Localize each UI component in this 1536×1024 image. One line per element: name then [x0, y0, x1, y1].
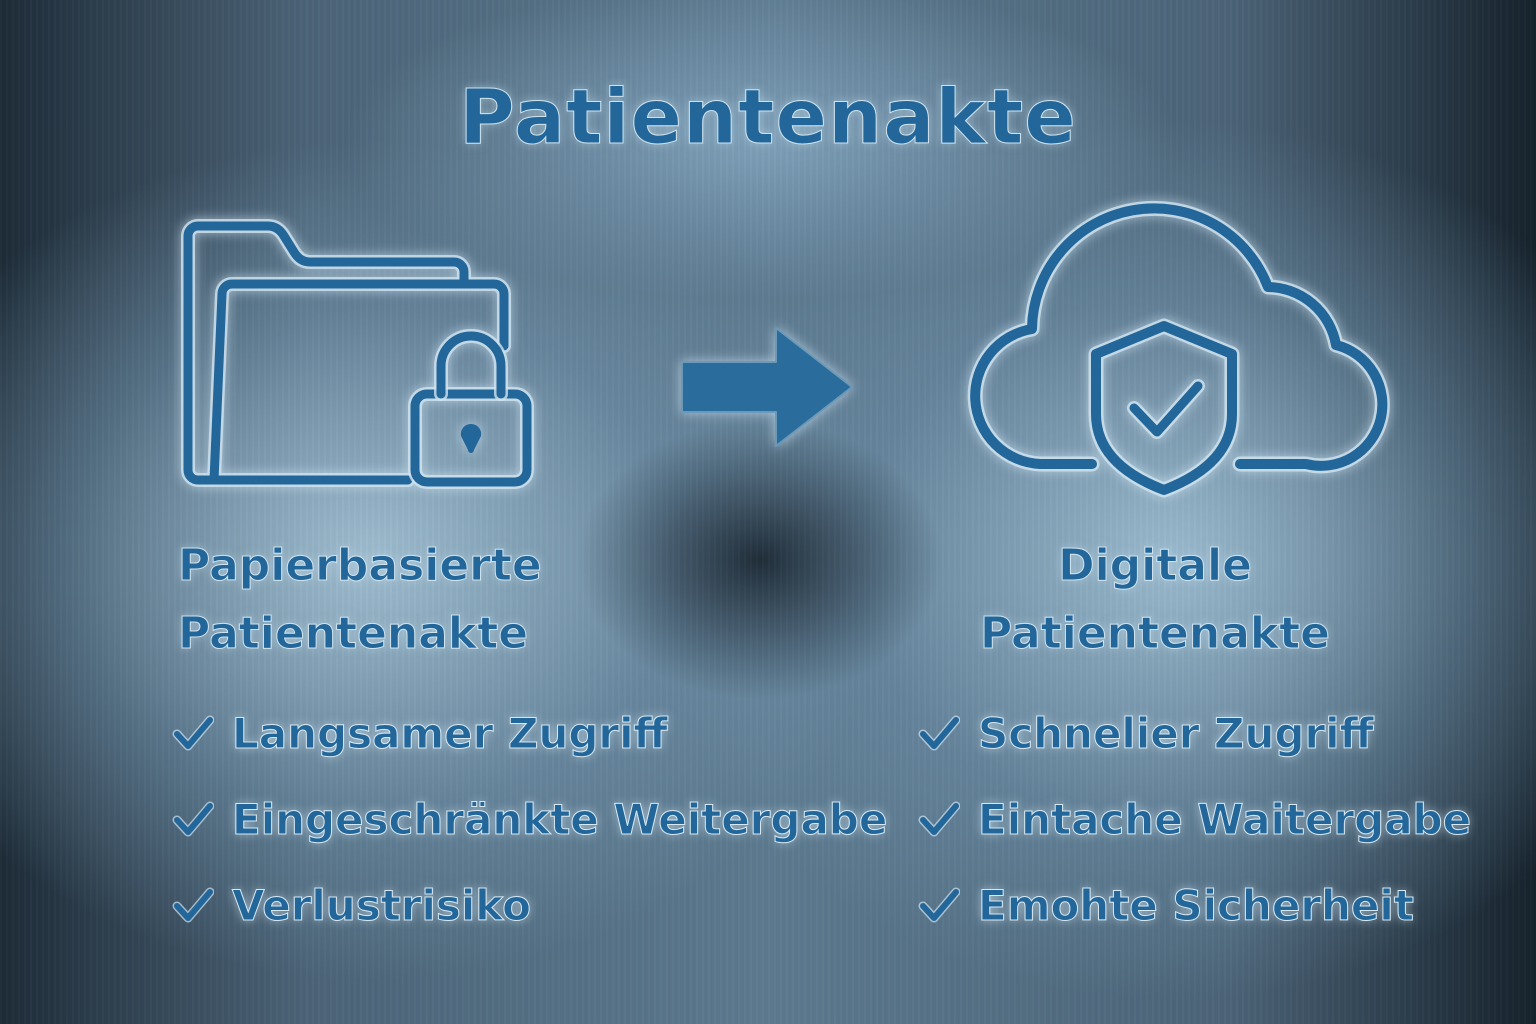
list-item: Emohte Sicherheit [918, 862, 1471, 948]
paper-record-heading: Papierbasierte Patientenakte [140, 532, 600, 668]
list-item: Verlustrisiko [172, 862, 887, 948]
list-item: Langsamer Zugriff [172, 690, 887, 776]
list-item: Schnelier Zugriff [918, 690, 1471, 776]
check-icon [172, 887, 214, 923]
list-item-label: Schnelier Zugriff [978, 708, 1375, 758]
heading-line-1: Papierbasierte [178, 540, 543, 592]
folder-lock-icon [181, 219, 534, 489]
list-item: Eintache Waitergabe [918, 776, 1472, 862]
list-item-label: Verlustrisiko [232, 880, 532, 930]
digital-record-heading: Digitale Patientenakte [925, 532, 1385, 668]
list-item-label: Emohte Sicherheit [978, 880, 1415, 930]
check-icon [918, 715, 960, 751]
digital-record-list: Schnelier Zugriff Eintache Waitergabe Em… [918, 690, 1472, 948]
heading-line-2: Patientenakte [979, 608, 1331, 660]
check-icon [918, 801, 960, 837]
list-item-label: Langsamer Zugriff [232, 708, 669, 758]
list-item-label: Eingeschränkte Weitergabe [231, 794, 888, 844]
check-icon [918, 887, 960, 923]
heading-line-1: Digitale [1058, 540, 1253, 592]
cloud-shield-check-icon [967, 200, 1390, 498]
check-icon [172, 715, 214, 751]
check-icon [172, 801, 214, 837]
list-item-label: Eintache Waitergabe [977, 794, 1472, 844]
heading-line-2: Patientenakte [178, 608, 529, 660]
paper-record-list: Langsamer Zugriff Eingeschränkte Weiterg… [172, 690, 888, 948]
page-title: Patientenakte [459, 72, 1077, 162]
list-item: Eingeschränkte Weitergabe [172, 776, 888, 862]
arrow-right-icon [681, 327, 853, 447]
